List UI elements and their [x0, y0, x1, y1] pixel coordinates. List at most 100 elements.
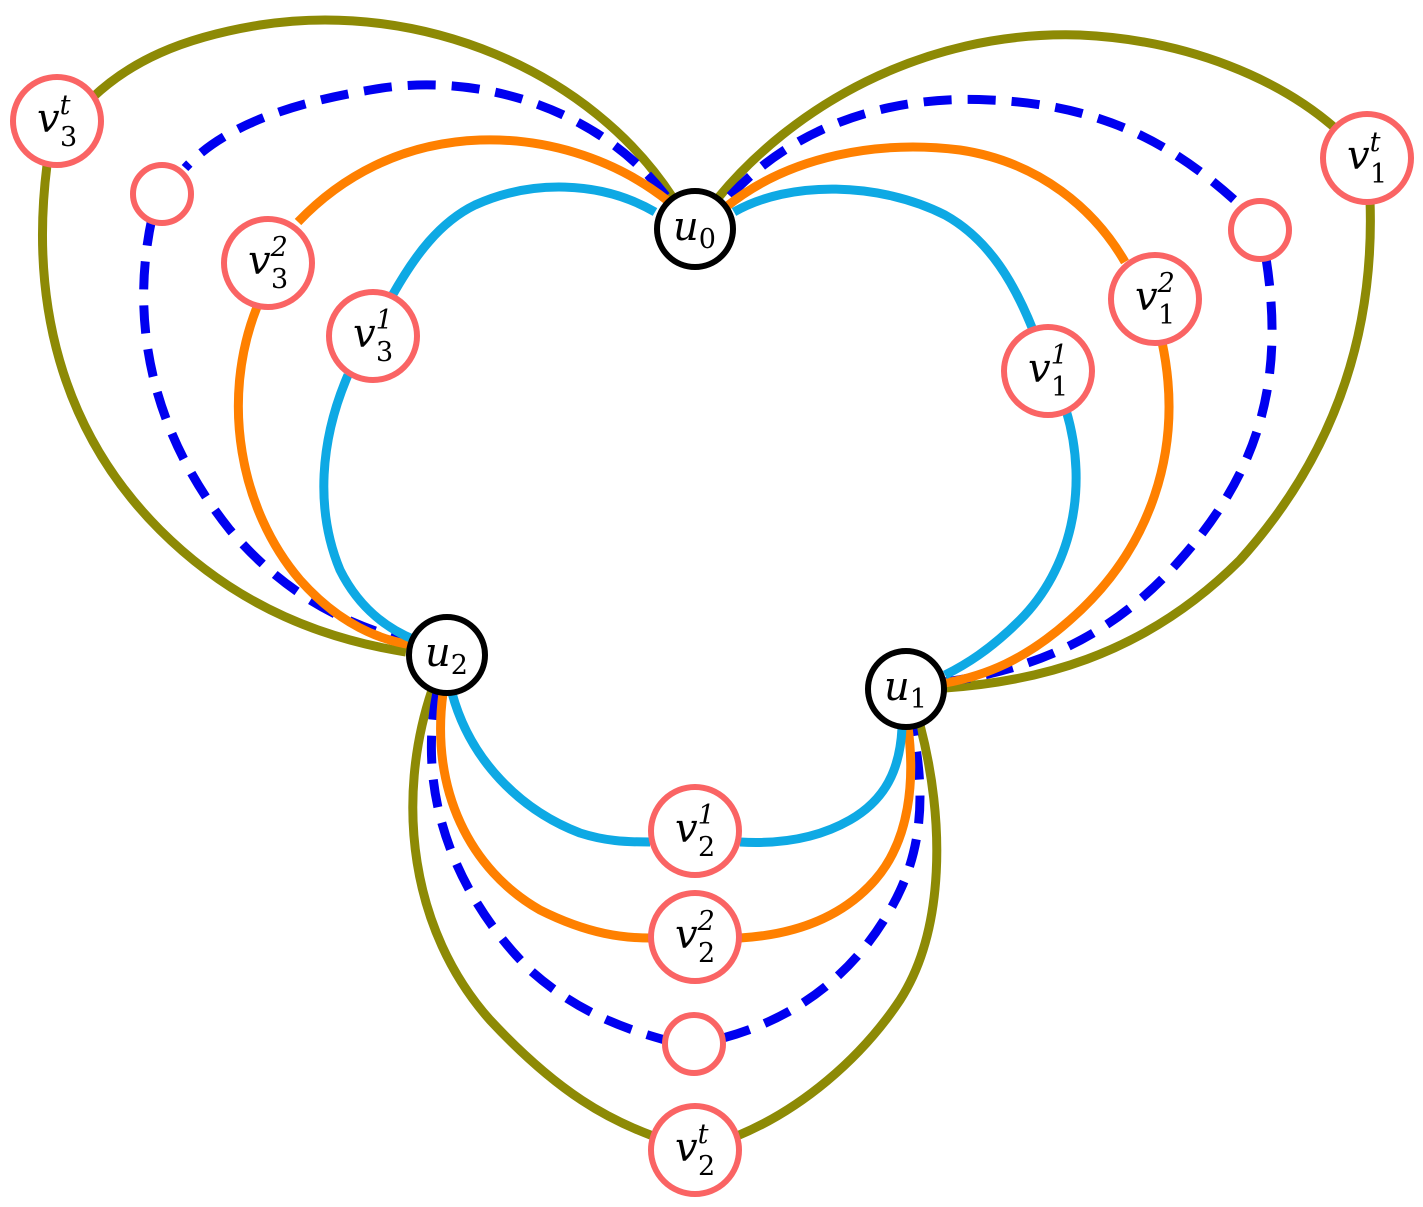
edge-v12-u1 — [944, 341, 1174, 688]
node-v1t-sup: t — [1370, 127, 1381, 158]
edge-u0-v1t — [714, 30, 1338, 201]
node-v2t-base: v — [675, 1125, 698, 1171]
node-v1t-sub: 1 — [1370, 159, 1387, 190]
node-v21-sub: 2 — [698, 832, 715, 863]
node-v32-base: v — [248, 238, 271, 284]
edge-v21-u1 — [739, 727, 907, 847]
hub-u1-circle — [865, 648, 947, 730]
dashed-edges — [139, 80, 1277, 1045]
edge-v22-u1 — [739, 726, 916, 943]
edge-u2-v2t — [408, 688, 655, 1141]
hub-u1-base: u — [884, 664, 910, 710]
edge-dashed-bottom-u1 — [721, 724, 925, 1043]
node-v22-sub: 2 — [698, 938, 715, 969]
node-v22-circle — [648, 890, 742, 984]
node-v2t-sup: t — [698, 1119, 709, 1150]
node-v31-sup: 1 — [376, 305, 393, 336]
node-v12-circle — [1108, 252, 1202, 346]
edge-v2t-u1 — [735, 723, 942, 1141]
edge-u0-v3t — [88, 15, 677, 201]
node-dashed-left — [130, 162, 194, 226]
node-v2t-sub: 2 — [698, 1151, 715, 1182]
node-v1t-circle — [1320, 111, 1414, 205]
hub-u0-label: u0 — [673, 204, 716, 255]
cyan-edges — [319, 182, 1081, 847]
node-v12-base: v — [1135, 274, 1158, 320]
hub-u2: u2 — [406, 614, 488, 696]
node-dashed-bottom — [662, 1012, 726, 1076]
node-v12-sup: 2 — [1157, 268, 1175, 299]
edge-dashed-left-u2 — [139, 217, 412, 647]
edge-v31-u2 — [319, 373, 417, 645]
orange-edges — [233, 135, 1174, 943]
node-v31-circle — [326, 289, 420, 383]
node-v3t-sub: 3 — [60, 122, 77, 153]
node-v11-sub: 1 — [1051, 372, 1068, 403]
hub-u0-circle — [654, 188, 736, 270]
node-v31-base: v — [353, 311, 376, 357]
edge-u0-dashed-right — [726, 94, 1244, 209]
node-v22-base: v — [675, 912, 698, 958]
node-v11-base: v — [1028, 346, 1051, 392]
node-v32-sup: 2 — [270, 232, 288, 263]
edge-v3t-u2 — [38, 164, 407, 657]
node-v3t-base: v — [37, 96, 60, 142]
edge-u0-dashed-left — [181, 80, 670, 199]
hub-u1-label: u1 — [884, 664, 927, 715]
node-v12-sub: 1 — [1158, 300, 1175, 331]
node-v22-sup: 2 — [697, 906, 715, 937]
edge-u2-dashed-bottom — [426, 691, 667, 1045]
edge-u0-v31 — [388, 182, 658, 299]
edge-u0-v12 — [723, 142, 1129, 265]
hub-u2-base: u — [425, 630, 451, 676]
edge-u0-v11 — [731, 184, 1038, 332]
node-v11-sup: 1 — [1051, 340, 1068, 371]
node-v2t-circle — [648, 1103, 742, 1197]
hub-u1: u1 — [865, 648, 947, 730]
node-v11-circle — [1001, 324, 1095, 418]
hub-u1-sub: 1 — [910, 684, 927, 715]
node-v3t-sup: t — [60, 90, 71, 121]
hub-u0-base: u — [673, 204, 699, 250]
edge-dashed-right-u1 — [944, 257, 1277, 687]
edge-v32-u2 — [233, 305, 413, 650]
node-dashed-right — [1228, 198, 1292, 262]
edge-v1t-u1 — [944, 199, 1375, 693]
node-v21-base: v — [675, 806, 698, 852]
hub-u0: u0 — [654, 188, 736, 270]
hub-u2-circle — [406, 614, 488, 696]
edge-u2-v21 — [447, 691, 651, 847]
node-v21-sup: 1 — [698, 800, 715, 831]
node-v3t-circle — [10, 74, 104, 168]
hub-u0-sub: 0 — [699, 224, 716, 255]
olive-edges — [38, 15, 1375, 1141]
node-v32-circle — [221, 216, 315, 310]
hub-u2-sub: 2 — [451, 650, 468, 681]
edge-v11-u1 — [942, 408, 1081, 680]
node-v32-sub: 3 — [271, 264, 288, 295]
node-v1t-base: v — [1347, 133, 1370, 179]
edge-u0-v32 — [294, 135, 671, 226]
node-v21-circle — [648, 784, 742, 878]
node-v31-sub: 3 — [376, 337, 393, 368]
hub-u2-label: u2 — [425, 630, 468, 681]
